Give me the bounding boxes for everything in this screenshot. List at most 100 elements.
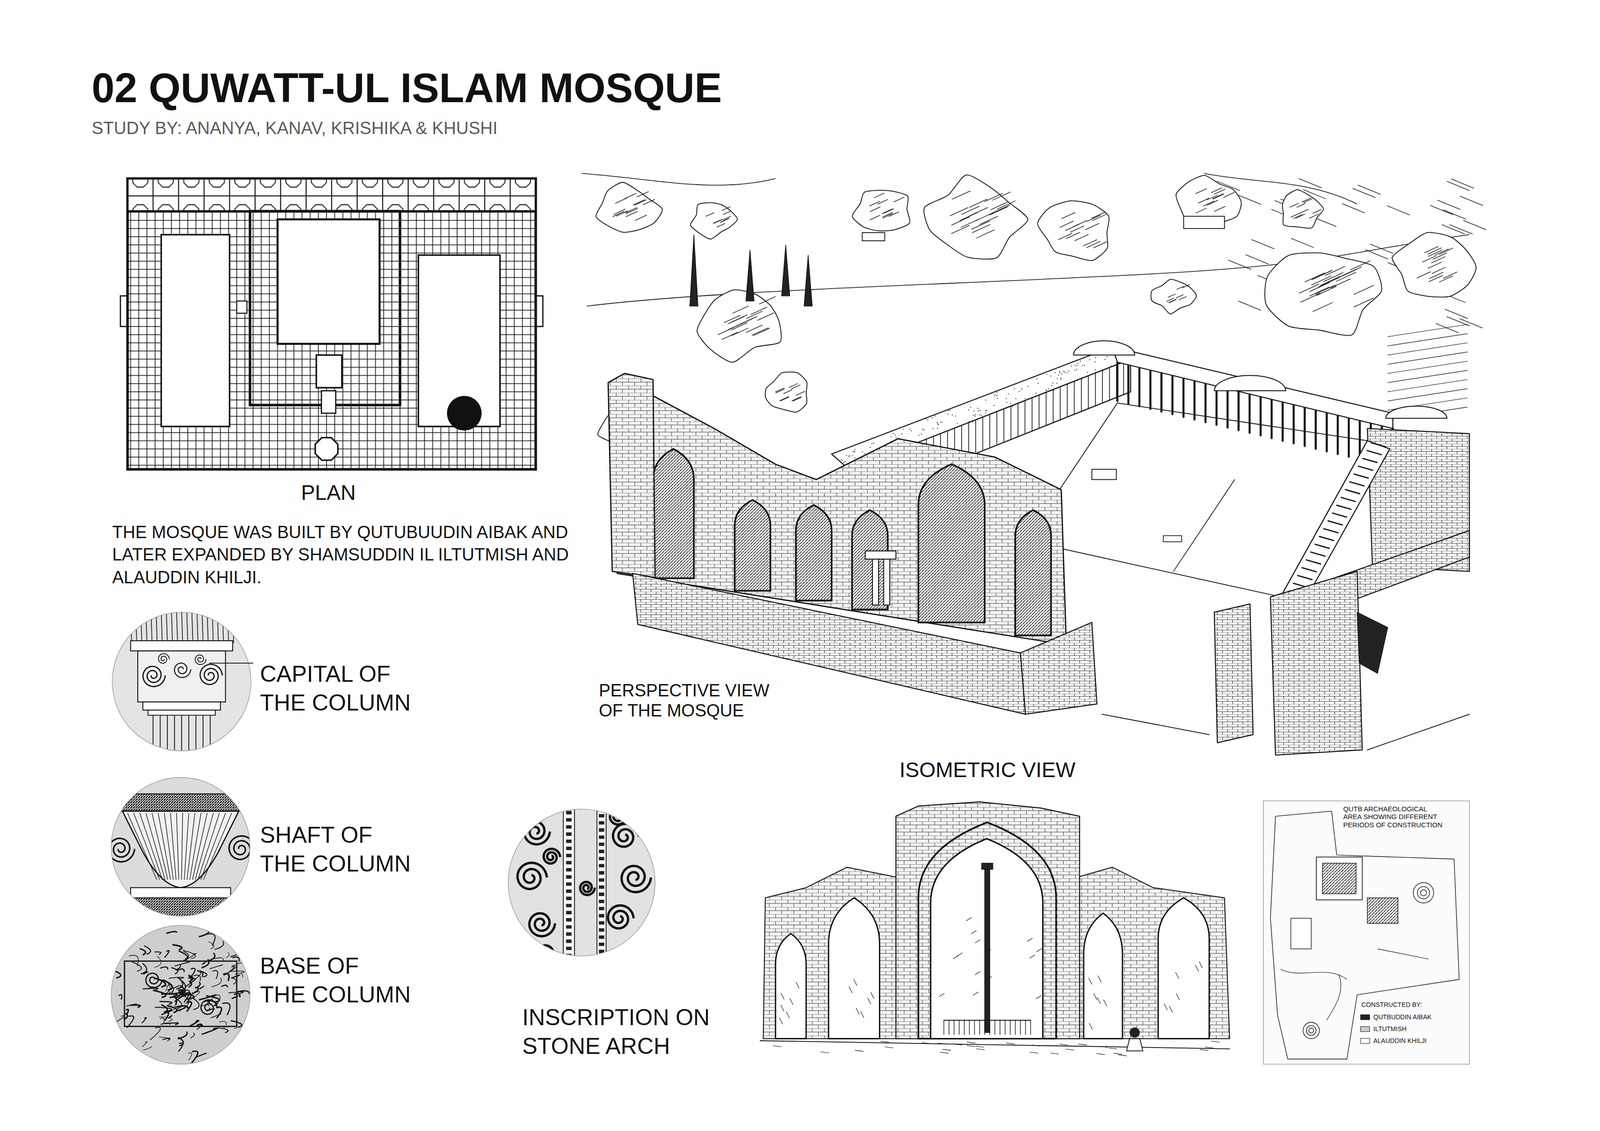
roof-stipple [1106, 356, 1108, 358]
roof-stipple [972, 414, 974, 416]
carving-stroke [209, 965, 224, 969]
tree-hatch [615, 197, 627, 203]
inset-ground [508, 809, 655, 956]
roof-stipple [979, 414, 981, 416]
roof-stipple [853, 451, 855, 452]
roof-stipple [852, 451, 854, 452]
colonnade-pillar [1366, 450, 1382, 455]
carving-stroke [164, 950, 170, 958]
roof-stipple [871, 443, 873, 445]
roof-stipple [949, 410, 951, 411]
carving-stroke [159, 1018, 165, 1024]
tree-hatch [796, 391, 806, 396]
map-mosque [1316, 857, 1363, 900]
capital-carving [135, 610, 137, 644]
colonnade-pillar [1310, 552, 1325, 557]
roof-stipple [890, 436, 892, 438]
carving-stroke [191, 1051, 198, 1064]
roof-stipple [1021, 388, 1023, 390]
tree-hatch [1296, 214, 1305, 219]
roof-stipple [936, 422, 938, 424]
roof-stipple [986, 410, 988, 411]
band-bead [566, 882, 572, 886]
carving-stroke [207, 933, 216, 946]
roof-stipple [975, 414, 977, 416]
carving-stroke [144, 945, 151, 955]
roof-stipple [996, 398, 998, 400]
fence-post [984, 1020, 985, 1035]
carving-stroke [232, 956, 240, 962]
tree-hatch [791, 396, 801, 401]
roof-stipple [977, 410, 979, 412]
carving-stroke [177, 1007, 187, 1011]
shadow-patch [1357, 612, 1388, 674]
band-bead [566, 839, 572, 843]
ground-scribble [1113, 1053, 1123, 1055]
roof-stipple [895, 436, 897, 438]
carving-stroke [166, 931, 177, 934]
roof-stipple [970, 406, 972, 408]
carving-stroke [208, 953, 215, 962]
colonnade-pillar [1345, 489, 1360, 494]
ruin-tower [1214, 603, 1253, 743]
inscription-band [597, 805, 607, 960]
roof-stipple [1086, 371, 1088, 373]
carving-stroke [141, 1017, 147, 1024]
carving-stroke [184, 978, 196, 988]
roof-stipple [1110, 365, 1112, 367]
tree-hatch [1179, 296, 1187, 300]
tree-hatch [1429, 272, 1444, 279]
colonnade-pillar [1127, 364, 1130, 404]
background-hatch [1291, 238, 1314, 248]
standing-pillar [883, 559, 890, 606]
band-bead [598, 857, 604, 861]
roof-stipple [1027, 385, 1029, 387]
carving-stroke [176, 996, 187, 1000]
detail-label: CAPITAL OF THE COLUMN [259, 659, 418, 717]
front-wall [1020, 622, 1097, 715]
capital-carving [227, 610, 229, 644]
roof-stipple [1077, 363, 1079, 365]
tree-hatch [873, 193, 884, 198]
tree-hatch [1195, 207, 1207, 213]
colonnade-pillar [1323, 528, 1338, 533]
arch-foliage [973, 992, 979, 996]
carving-stroke [161, 993, 177, 997]
tree-canopy [696, 289, 782, 363]
arch-foliage [789, 998, 794, 1005]
colonnade-pillar [1281, 401, 1284, 441]
tree-hatch [1206, 195, 1218, 201]
tree-hatch [1303, 198, 1313, 203]
roof-stipple [936, 427, 938, 429]
column-flute [195, 714, 197, 755]
central-arch-frame [918, 822, 1057, 1039]
capital-carving [207, 610, 208, 644]
roof-stipple [1060, 378, 1062, 380]
background-hatch [1313, 217, 1336, 227]
ruin-tower [1270, 571, 1362, 756]
tree-hatch [1059, 221, 1074, 228]
tree-hatch [1203, 201, 1215, 207]
tree-hatch [1336, 269, 1357, 279]
shaft-stripe [189, 813, 202, 880]
band-bead [598, 835, 604, 839]
fence-post [953, 1020, 955, 1035]
scroll-motif [612, 823, 639, 847]
roof-stipple [918, 434, 920, 436]
background-hatch [1245, 254, 1268, 265]
legend-row: QUTBUDDIN AIBAK [1360, 1013, 1432, 1022]
roof-stipple [947, 413, 949, 415]
colonnade-pillar [1336, 415, 1339, 455]
capital-carving [181, 610, 183, 644]
carving-stroke [207, 941, 214, 950]
roof-stipple [1056, 382, 1058, 384]
tree-hatch [1293, 214, 1303, 219]
fence-post [1014, 1020, 1016, 1035]
scroll-motif [200, 664, 223, 685]
column-flute [166, 714, 168, 755]
scroll-motif [607, 905, 634, 929]
carving-stroke [197, 1025, 202, 1030]
carving-stroke [217, 1027, 229, 1033]
carving-stroke [199, 986, 204, 989]
band-bead [566, 854, 572, 858]
